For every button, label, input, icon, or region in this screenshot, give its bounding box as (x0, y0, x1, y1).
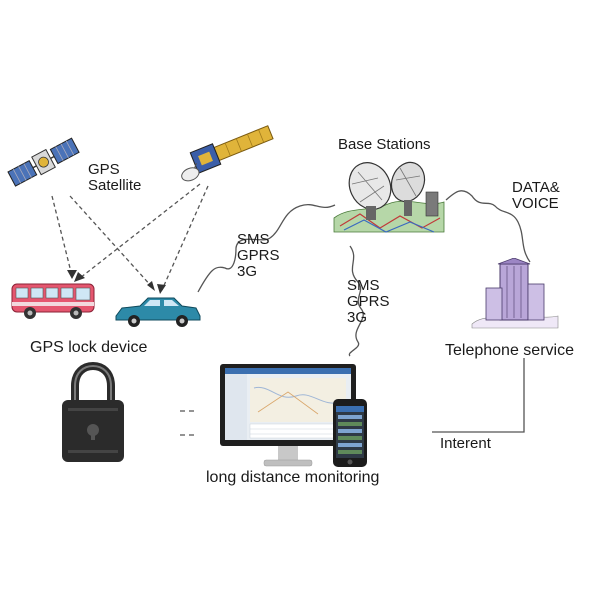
wave-base-monitor (348, 245, 364, 357)
wave-base-telephone (445, 190, 531, 263)
satellite-icon (181, 125, 274, 182)
gps-lock-device-label: GPS lock device (30, 339, 148, 356)
long-distance-monitoring-label: long distance monitoring (206, 469, 380, 486)
arrow-car-2 (157, 284, 166, 294)
desktop-monitor-icon (220, 364, 356, 467)
sms-gprs-3g-label-base: SMS GPRS 3G (347, 277, 390, 326)
car-icon (115, 297, 201, 327)
internet-label: Interent (440, 435, 491, 452)
data-voice-label: DATA& VOICE (512, 179, 560, 212)
arrow-bus-2 (74, 272, 85, 282)
beam-sat2-bus (79, 183, 201, 279)
arrow-car-1 (147, 281, 155, 291)
smartphone-icon (333, 399, 367, 467)
beam-sat1-bus (51, 195, 73, 277)
satellite-icon (7, 137, 80, 187)
gps-satellite-label: GPS Satellite (88, 161, 142, 194)
wave-car-base (197, 204, 336, 293)
beam-sat2-car (161, 185, 209, 291)
office-building-icon (471, 258, 559, 329)
beam-sat1-car (69, 195, 154, 289)
bus-icon (11, 283, 95, 319)
base-stations-label: Base Stations (338, 136, 431, 153)
sms-gprs-3g-label-car: SMS GPRS 3G (237, 231, 280, 280)
line-telephone-monitor (432, 358, 525, 433)
arrow-bus-1 (67, 270, 77, 279)
telephone-service-label: Telephone service (445, 342, 574, 359)
satellite-dish-icon (333, 161, 445, 233)
padlock-icon (62, 362, 124, 462)
